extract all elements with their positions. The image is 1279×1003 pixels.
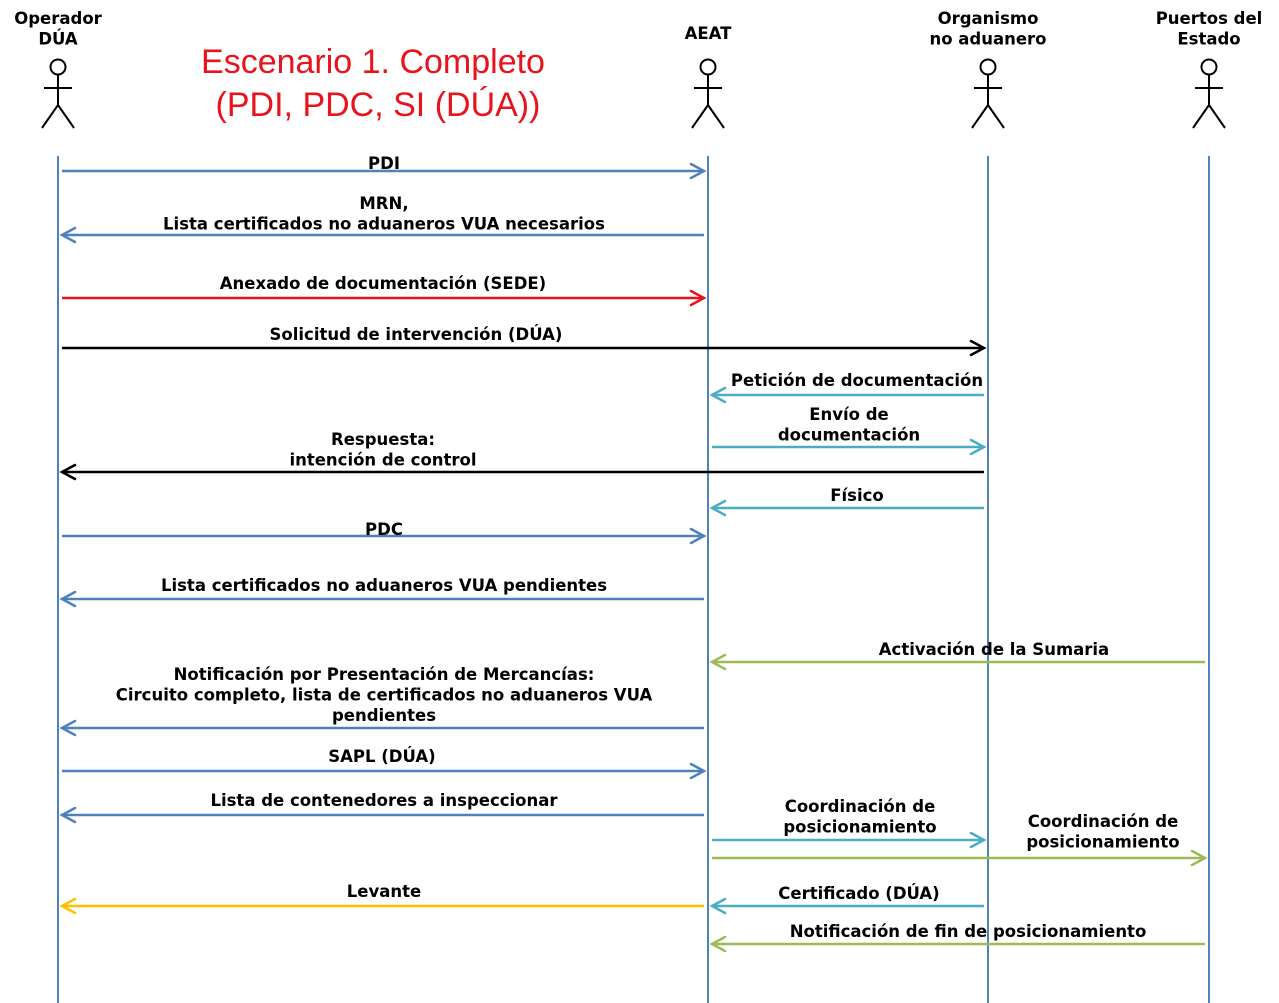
message-label: Anexado de documentación (SEDE) — [220, 274, 546, 293]
arrowhead-icon — [969, 339, 987, 357]
message-17: Levante — [59, 882, 704, 915]
message-label: Respuesta: — [331, 430, 435, 449]
arrowhead-icon — [59, 226, 77, 244]
arrowhead-icon — [709, 935, 727, 953]
message-label: intención de control — [289, 451, 476, 470]
message-label: Físico — [830, 486, 884, 505]
message-label: posicionamiento — [1026, 833, 1179, 852]
message-19: Notificación de fin de posicionamiento — [709, 922, 1205, 953]
message-1: PDI — [62, 154, 707, 180]
arrowhead-icon — [1190, 849, 1208, 867]
actor-label-puertos: Estado — [1177, 30, 1240, 49]
message-5: Petición de documentación — [709, 371, 984, 404]
message-11: Activación de la Sumaria — [709, 640, 1205, 671]
arrowhead-icon — [689, 162, 707, 180]
arrowhead-icon — [59, 590, 77, 608]
actor-figure-icon — [1192, 58, 1226, 129]
actor-label-aeat: AEAT — [685, 24, 733, 43]
message-12: Notificación por Presentación de Mercanc… — [59, 665, 704, 737]
actor-figure-icon — [691, 58, 725, 129]
arrowhead-icon — [709, 897, 727, 915]
message-3: Anexado de documentación (SEDE) — [62, 274, 707, 307]
actor-aeat: AEAT — [685, 24, 733, 129]
message-label: Certificado (DÚA) — [778, 884, 939, 903]
actor-label-organismo: no aduanero — [929, 30, 1046, 49]
message-9: PDC — [62, 520, 707, 545]
message-label: Lista certificados no aduaneros VUA nece… — [163, 215, 605, 234]
message-label: Notificación de fin de posicionamiento — [790, 922, 1147, 941]
message-13: SAPL (DÚA) — [62, 747, 707, 780]
message-label: Notificación por Presentación de Mercanc… — [174, 665, 595, 684]
message-label: Petición de documentación — [731, 371, 983, 390]
actor-label-operador: DÚA — [38, 30, 78, 49]
diagram-title-line2: (PDI, PDC, SI (DÚA)) — [216, 86, 541, 124]
message-label: PDI — [368, 154, 400, 173]
message-2: MRN, Lista certificados no aduaneros VUA … — [59, 194, 704, 244]
message-15: Coordinación de posicionamiento — [712, 797, 987, 849]
message-6: Envío de documentación — [712, 405, 987, 456]
actor-figure-icon — [41, 58, 75, 129]
arrowhead-icon — [59, 719, 77, 737]
actor-figure-icon — [971, 58, 1005, 129]
message-label: Levante — [347, 882, 421, 901]
message-label: pendientes — [332, 706, 436, 725]
message-label: documentación — [778, 426, 920, 445]
arrowhead-icon — [969, 831, 987, 849]
actor-label-organismo: Organismo — [938, 9, 1039, 28]
message-7: Respuesta: intención de control — [59, 430, 984, 481]
message-label: Lista de contenedores a inspeccionar — [210, 791, 558, 810]
arrowhead-icon — [689, 762, 707, 780]
arrowhead-icon — [709, 386, 727, 404]
arrowhead-icon — [969, 438, 987, 456]
message-16: Coordinación de posicionamiento — [712, 812, 1208, 867]
message-label: Activación de la Sumaria — [879, 640, 1109, 659]
message-8: Físico — [709, 486, 984, 517]
message-label: Lista certificados no aduaneros VUA pend… — [161, 576, 607, 595]
message-label: posicionamiento — [783, 818, 936, 837]
arrowhead-icon — [59, 806, 77, 824]
arrowhead-icon — [709, 653, 727, 671]
arrowhead-icon — [689, 527, 707, 545]
message-14: Lista de contenedores a inspeccionar — [59, 791, 704, 824]
message-4: Solicitud de intervención (DÚA) — [62, 325, 987, 357]
message-label: Coordinación de — [1028, 812, 1179, 831]
arrowhead-icon — [59, 897, 77, 915]
message-label: Envío de — [809, 405, 889, 424]
message-label: SAPL (DÚA) — [328, 747, 435, 766]
arrowhead-icon — [709, 499, 727, 517]
arrowhead-icon — [59, 463, 77, 481]
message-label: MRN, — [359, 194, 408, 213]
arrowhead-icon — [689, 289, 707, 307]
message-label: Solicitud de intervención (DÚA) — [270, 325, 563, 344]
message-18: Certificado (DÚA) — [709, 884, 984, 915]
message-label: Circuito completo, lista de certificados… — [116, 686, 653, 705]
message-10: Lista certificados no aduaneros VUA pend… — [59, 576, 704, 608]
actor-organismo: Organismo no aduanero — [929, 9, 1047, 129]
message-label: Coordinación de — [785, 797, 936, 816]
message-label: PDC — [365, 520, 403, 539]
actor-label-puertos: Puertos del — [1156, 9, 1263, 28]
actor-label-operador: Operador — [14, 9, 102, 28]
diagram-title-line1: Escenario 1. Completo — [201, 43, 545, 81]
